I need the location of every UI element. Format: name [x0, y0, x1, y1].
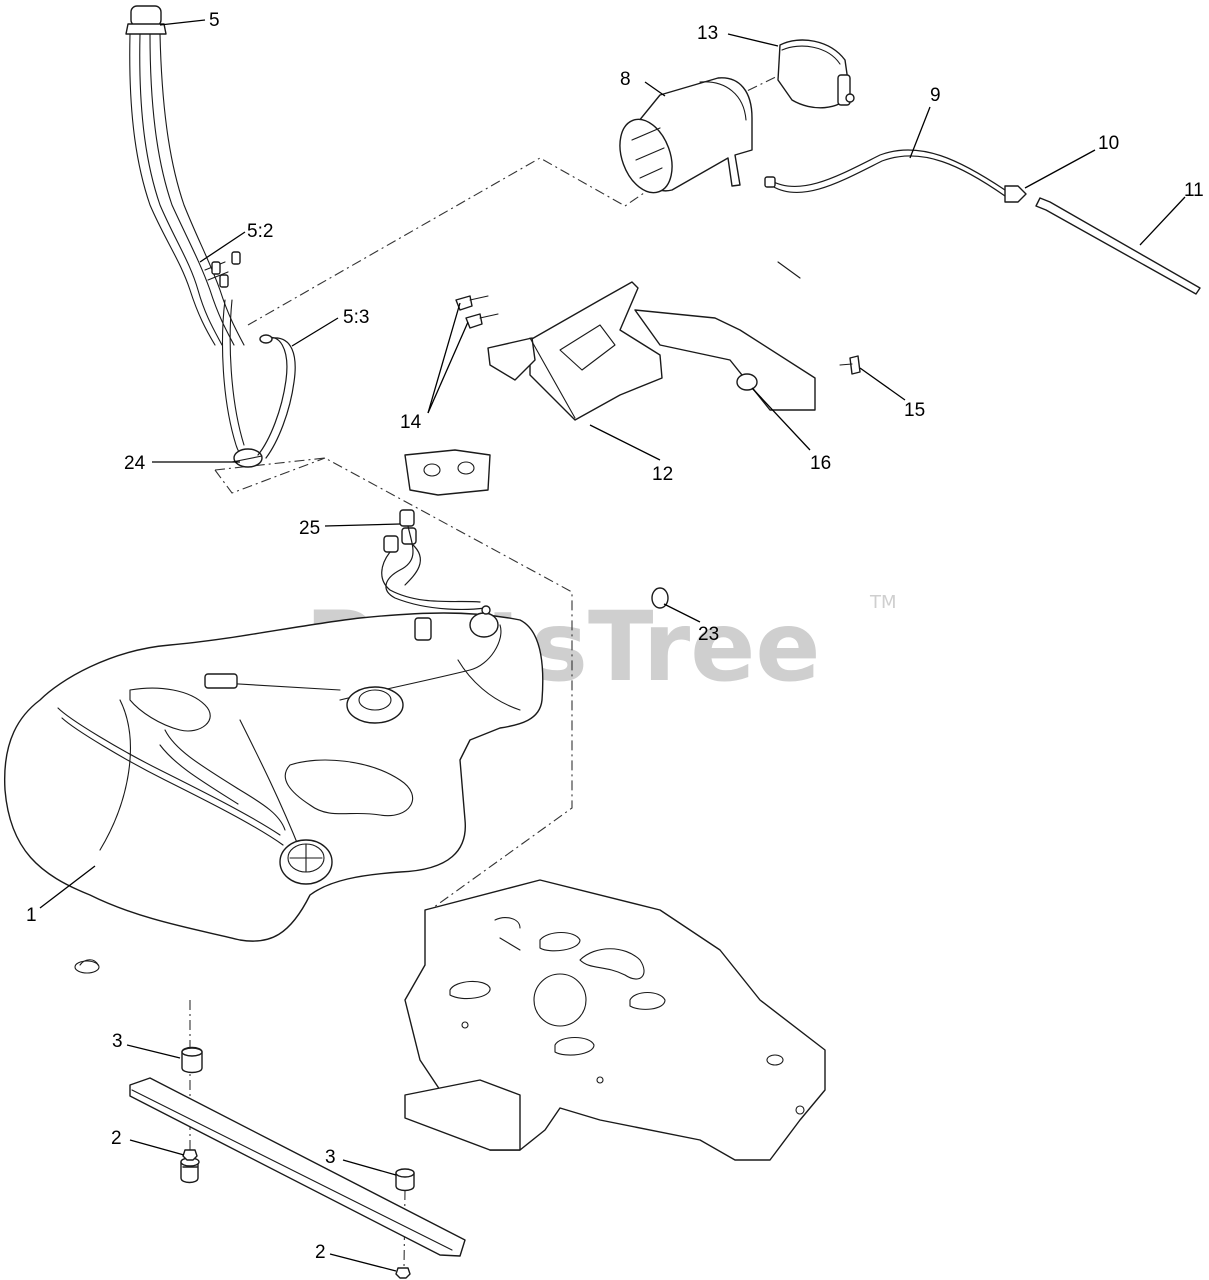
callout-2-upper: 2 — [111, 1128, 122, 1149]
callout-3-lower: 3 — [325, 1147, 336, 1168]
canister-hose-and-tube — [764, 149, 1201, 295]
callout-3-upper: 3 — [112, 1031, 123, 1052]
bracket-fasteners — [455, 295, 861, 391]
callout-5-3: 5:3 — [343, 307, 369, 328]
callout-14: 14 — [400, 412, 422, 433]
callout-1: 1 — [26, 905, 37, 926]
fuel-tank — [3, 605, 544, 974]
tank-mount-plate — [404, 449, 491, 496]
fuel-line-assembly — [381, 509, 486, 610]
canister-clamp-band — [777, 39, 855, 109]
canister-shield-bracket — [487, 261, 816, 421]
watermark-trademark: TM — [869, 592, 897, 613]
frame-plate — [404, 879, 826, 1161]
grommet — [651, 587, 669, 609]
callout-8: 8 — [620, 69, 631, 90]
callout-9: 9 — [930, 85, 941, 106]
callout-leaders — [39, 19, 1186, 1272]
callout-11: 11 — [1184, 180, 1204, 201]
filler-neck-tube — [125, 5, 263, 468]
charcoal-canister — [619, 77, 753, 194]
callout-labels: 5 5:2 5:3 8 13 9 10 11 12 14 15 16 23 24… — [26, 10, 1204, 1263]
strap-nuts — [182, 1149, 411, 1279]
callout-25: 25 — [299, 518, 320, 539]
callout-10: 10 — [1098, 133, 1119, 154]
callout-24: 24 — [124, 453, 146, 474]
callout-13: 13 — [697, 23, 718, 44]
callout-16: 16 — [810, 453, 831, 474]
callout-2-lower: 2 — [315, 1242, 326, 1263]
callout-23: 23 — [698, 624, 719, 645]
callout-15: 15 — [904, 400, 925, 421]
vent-hose-5-3 — [257, 334, 296, 459]
callout-5: 5 — [209, 10, 220, 31]
callout-12: 12 — [652, 464, 673, 485]
bumper-upper — [181, 1046, 203, 1074]
callout-5-2: 5:2 — [247, 221, 273, 242]
